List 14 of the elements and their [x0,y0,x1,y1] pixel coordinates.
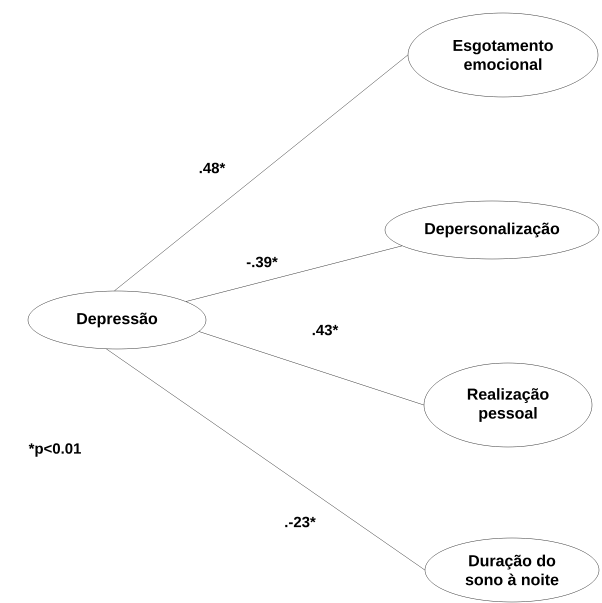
ellipse-node: Duração do sono à noite [424,538,600,602]
ellipse-node: Realização pessoal [424,362,592,448]
footnote: *p<0.01 [28,443,81,457]
ellipse-node: Depressão [28,290,206,350]
edge-label: .-23* [283,516,317,528]
ellipse-node: Esgotamento emocional [408,12,598,98]
connector-line [198,331,424,406]
connector-line [186,246,402,302]
edge-label: .43* [310,324,340,336]
ellipse-node: Depersonalização [384,200,600,260]
connector-line [114,54,408,291]
edge-label: .48* [198,162,226,174]
connector-line [106,348,425,570]
edge-label: -.39* [245,256,279,268]
